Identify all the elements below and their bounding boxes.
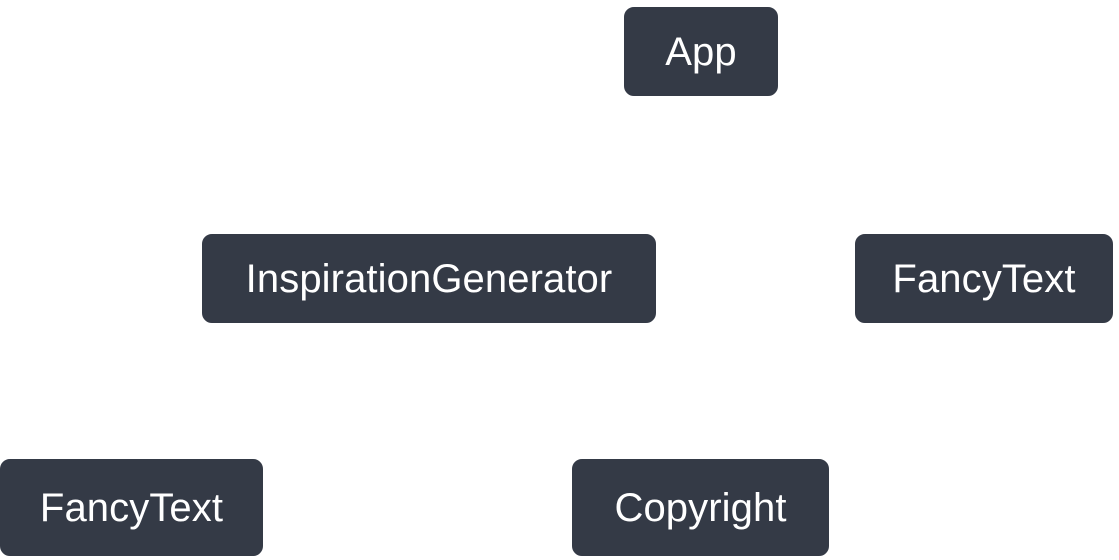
- path-app-left-run: [412, 168, 624, 232]
- path-app-right-run: [758, 168, 984, 232]
- path-app-split-right: [698, 156, 762, 172]
- node-fancytext-left[interactable]: FancyText: [0, 455, 267, 560]
- node-label: App: [665, 29, 737, 74]
- node-fancytext-right[interactable]: FancyText: [851, 230, 1117, 327]
- edge-label-inspiration-to-fancytext-left: renders: [225, 381, 317, 410]
- path-insp-right-run: [476, 394, 702, 457]
- node-label: FancyText: [892, 256, 1076, 301]
- path-insp-left-run: [129, 394, 338, 457]
- path-insp-split-left: [334, 382, 416, 398]
- edge-label-app-to-inspiration: renders: [512, 154, 604, 183]
- path-app-split-left: [620, 156, 702, 172]
- node-app[interactable]: App: [620, 3, 782, 100]
- node-copyright[interactable]: Copyright: [568, 455, 833, 560]
- node-label: FancyText: [39, 485, 224, 530]
- node-label: InspirationGenerator: [245, 256, 613, 301]
- edge-label-inspiration-to-copyright: renders: [522, 381, 614, 410]
- path-insp-split-right: [412, 382, 480, 398]
- node-label: Copyright: [614, 485, 787, 530]
- edge-label-app-to-fancytext-right: renders: [806, 154, 898, 183]
- node-inspiration[interactable]: InspirationGenerator: [198, 230, 660, 327]
